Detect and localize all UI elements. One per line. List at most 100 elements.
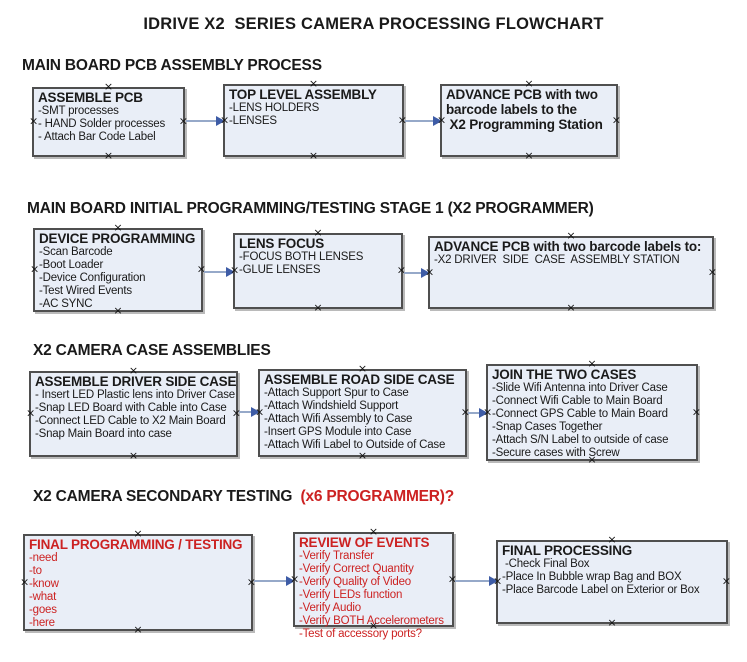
- box-item: -FOCUS BOTH LENSES: [239, 251, 364, 263]
- anchor-x-mark: ×: [721, 574, 731, 588]
- anchor-x-mark: ×: [357, 449, 368, 462]
- connector-arrow: [455, 576, 498, 586]
- connector-arrow: [254, 576, 295, 586]
- arrow-head-icon: [286, 576, 295, 586]
- box-item: -Verify LEDs function: [299, 589, 403, 601]
- section-heading-initial-programming: MAIN BOARD INITIAL PROGRAMMING/TESTING S…: [27, 200, 594, 217]
- arrow-head-icon: [251, 407, 260, 417]
- box-item: -Scan Barcode: [39, 246, 113, 258]
- flow-box-assemble-pcb: ASSEMBLE PCB -SMT processes - HAND Solde…: [29, 81, 188, 162]
- anchor-x-mark: ×: [26, 406, 36, 420]
- flow-box-device-programming: DEVICE PROGRAMMING -Scan Barcode -Boot L…: [30, 222, 206, 316]
- arrow-head-icon: [489, 576, 498, 586]
- flow-box-top-level-assembly: TOP LEVEL ASSEMBLY -LENS HOLDERS -LENSES…: [220, 78, 407, 161]
- box-header: ASSEMBLE PCB: [38, 90, 143, 105]
- section-heading-secondary-testing: X2 CAMERA SECONDARY TESTING (x6 PROGRAMM…: [33, 488, 454, 506]
- section-heading-case-assemblies: X2 CAMERA CASE ASSEMBLIES: [33, 342, 271, 359]
- box-header: ADVANCE PCB with two barcode labels to:: [434, 239, 702, 254]
- box-header: FINAL PROCESSING: [502, 543, 633, 558]
- box-item: -Attach Wifi Assembly to Case: [264, 413, 413, 425]
- anchor-x-mark: ×: [103, 149, 114, 162]
- anchor-x-mark: ×: [691, 405, 701, 419]
- box-item: -SMT processes: [38, 105, 119, 117]
- box-item: -what: [29, 591, 57, 603]
- anchor-x-mark: ×: [128, 449, 139, 462]
- flow-box-assemble-driver-side-case: ASSEMBLE DRIVER SIDE CASE - Insert LED P…: [26, 365, 241, 462]
- flow-box-join-the-two-cases: JOIN THE TWO CASES -Slide Wifi Antenna i…: [483, 358, 701, 465]
- box-header: ADVANCE PCB with two: [446, 87, 598, 102]
- box-item: -Test Wired Events: [39, 285, 132, 297]
- box-item: - Attach Bar Code Label: [38, 131, 156, 143]
- anchor-x-mark: ×: [30, 262, 40, 276]
- page-title: IDRIVE X2 SERIES CAMERA PROCESSING FLOWC…: [143, 15, 604, 33]
- arrow-head-icon: [216, 116, 225, 126]
- box-item: -goes: [29, 604, 57, 616]
- connector-arrow: [405, 116, 442, 126]
- box-item: -AC SYNC: [39, 298, 93, 310]
- box-item: -Snap Main Board into case: [35, 428, 172, 440]
- connector-arrow: [468, 408, 488, 418]
- box-item: -Snap LED Board with Cable into Case: [35, 402, 227, 414]
- box-item: -Attach Support Spur to Case: [264, 387, 409, 399]
- box-item: -GLUE LENSES: [239, 264, 321, 276]
- box-item: -Attach Windshield Support: [264, 400, 399, 412]
- box-item: -Device Configuration: [39, 272, 146, 284]
- box-item: -Connect LED Cable to X2 Main Board: [35, 415, 226, 427]
- box-item: -here: [29, 617, 55, 629]
- section-heading-black-part: X2 CAMERA SECONDARY TESTING: [33, 488, 297, 505]
- box-item: -Snap Cases Together: [492, 421, 603, 433]
- box-item: -X2 DRIVER SIDE CASE ASSEMBLY STATION: [434, 254, 680, 266]
- box-item: -Check Final Box: [502, 558, 590, 570]
- box-header: TOP LEVEL ASSEMBLY: [229, 87, 377, 102]
- box-item: -Secure cases with Screw: [492, 447, 620, 459]
- box-item: - HAND Solder processes: [38, 118, 166, 130]
- anchor-x-mark: ×: [524, 149, 534, 162]
- box-header: LENS FOCUS: [239, 236, 325, 251]
- box-header: X2 Programming Station: [446, 117, 603, 132]
- anchor-x-mark: ×: [29, 114, 39, 128]
- section-heading-pcb-assembly: MAIN BOARD PCB ASSEMBLY PROCESS: [22, 57, 322, 74]
- flow-box-advance-pcb-programming-station: ADVANCE PCB with two barcode labels to t…: [437, 78, 621, 162]
- box-item: -Insert GPS Module into Case: [264, 426, 412, 438]
- connector-arrow: [404, 268, 430, 278]
- box-item: -Verify Transfer: [299, 550, 374, 562]
- box-header: ASSEMBLE ROAD SIDE CASE: [264, 372, 455, 387]
- anchor-x-mark: ×: [566, 301, 576, 314]
- box-item: -need: [29, 552, 58, 564]
- flow-box-final-processing: FINAL PROCESSING -Check Final Box -Place…: [493, 534, 731, 629]
- box-item: - Insert LED Plastic lens into Driver Ca…: [35, 389, 235, 401]
- anchor-x-mark: ×: [20, 575, 30, 589]
- box-item: -Verify BOTH Accelerometers: [299, 615, 444, 627]
- flow-box-assemble-road-side-case: ASSEMBLE ROAD SIDE CASE -Attach Support …: [255, 363, 470, 462]
- flow-box-lens-focus: LENS FOCUS -FOCUS BOTH LENSES -GLUE LENS…: [230, 227, 406, 314]
- box-header: REVIEW OF EVENTS: [299, 535, 430, 550]
- box-item: -Slide Wifi Antenna into Driver Case: [492, 382, 668, 394]
- box-item: -LENSES: [229, 115, 277, 127]
- box-header: barcode labels to the: [446, 102, 577, 117]
- box-item: -Boot Loader: [39, 259, 104, 271]
- flow-box-review-of-events: REVIEW OF EVENTS -Verify Transfer -Verif…: [290, 526, 457, 640]
- box-header: DEVICE PROGRAMMING: [39, 231, 196, 246]
- anchor-x-mark: ×: [707, 265, 717, 279]
- box-item: -Attach S/N Label to outside of case: [492, 434, 669, 446]
- box-item: -Verify Audio: [299, 602, 361, 614]
- box-item: -LENS HOLDERS: [229, 102, 320, 114]
- flow-box-final-programming-testing: FINAL PROGRAMMING / TESTING -need -to -k…: [20, 528, 256, 635]
- connector-arrow: [239, 407, 260, 417]
- connector-arrow: [204, 267, 235, 277]
- box-item: -know: [29, 578, 59, 590]
- box-item: -Connect GPS Cable to Main Board: [492, 408, 668, 420]
- arrow-head-icon: [479, 408, 488, 418]
- box-item: -Attach Wifi Label to Outside of Case: [264, 439, 446, 451]
- arrow-head-icon: [433, 116, 442, 126]
- box-item: -Verify Correct Quantity: [299, 563, 414, 575]
- box-item: -Verify Quality of Video: [299, 576, 411, 588]
- box-item: -Connect Wifi Cable to Main Board: [492, 395, 663, 407]
- anchor-x-mark: ×: [313, 301, 323, 314]
- anchor-x-mark: ×: [607, 616, 617, 629]
- box-item: -Test of accessory ports?: [299, 628, 422, 640]
- anchor-x-mark: ×: [611, 113, 621, 127]
- connector-arrow: [186, 116, 225, 126]
- box-item: -Place In Bubble wrap Bag and BOX: [502, 571, 682, 583]
